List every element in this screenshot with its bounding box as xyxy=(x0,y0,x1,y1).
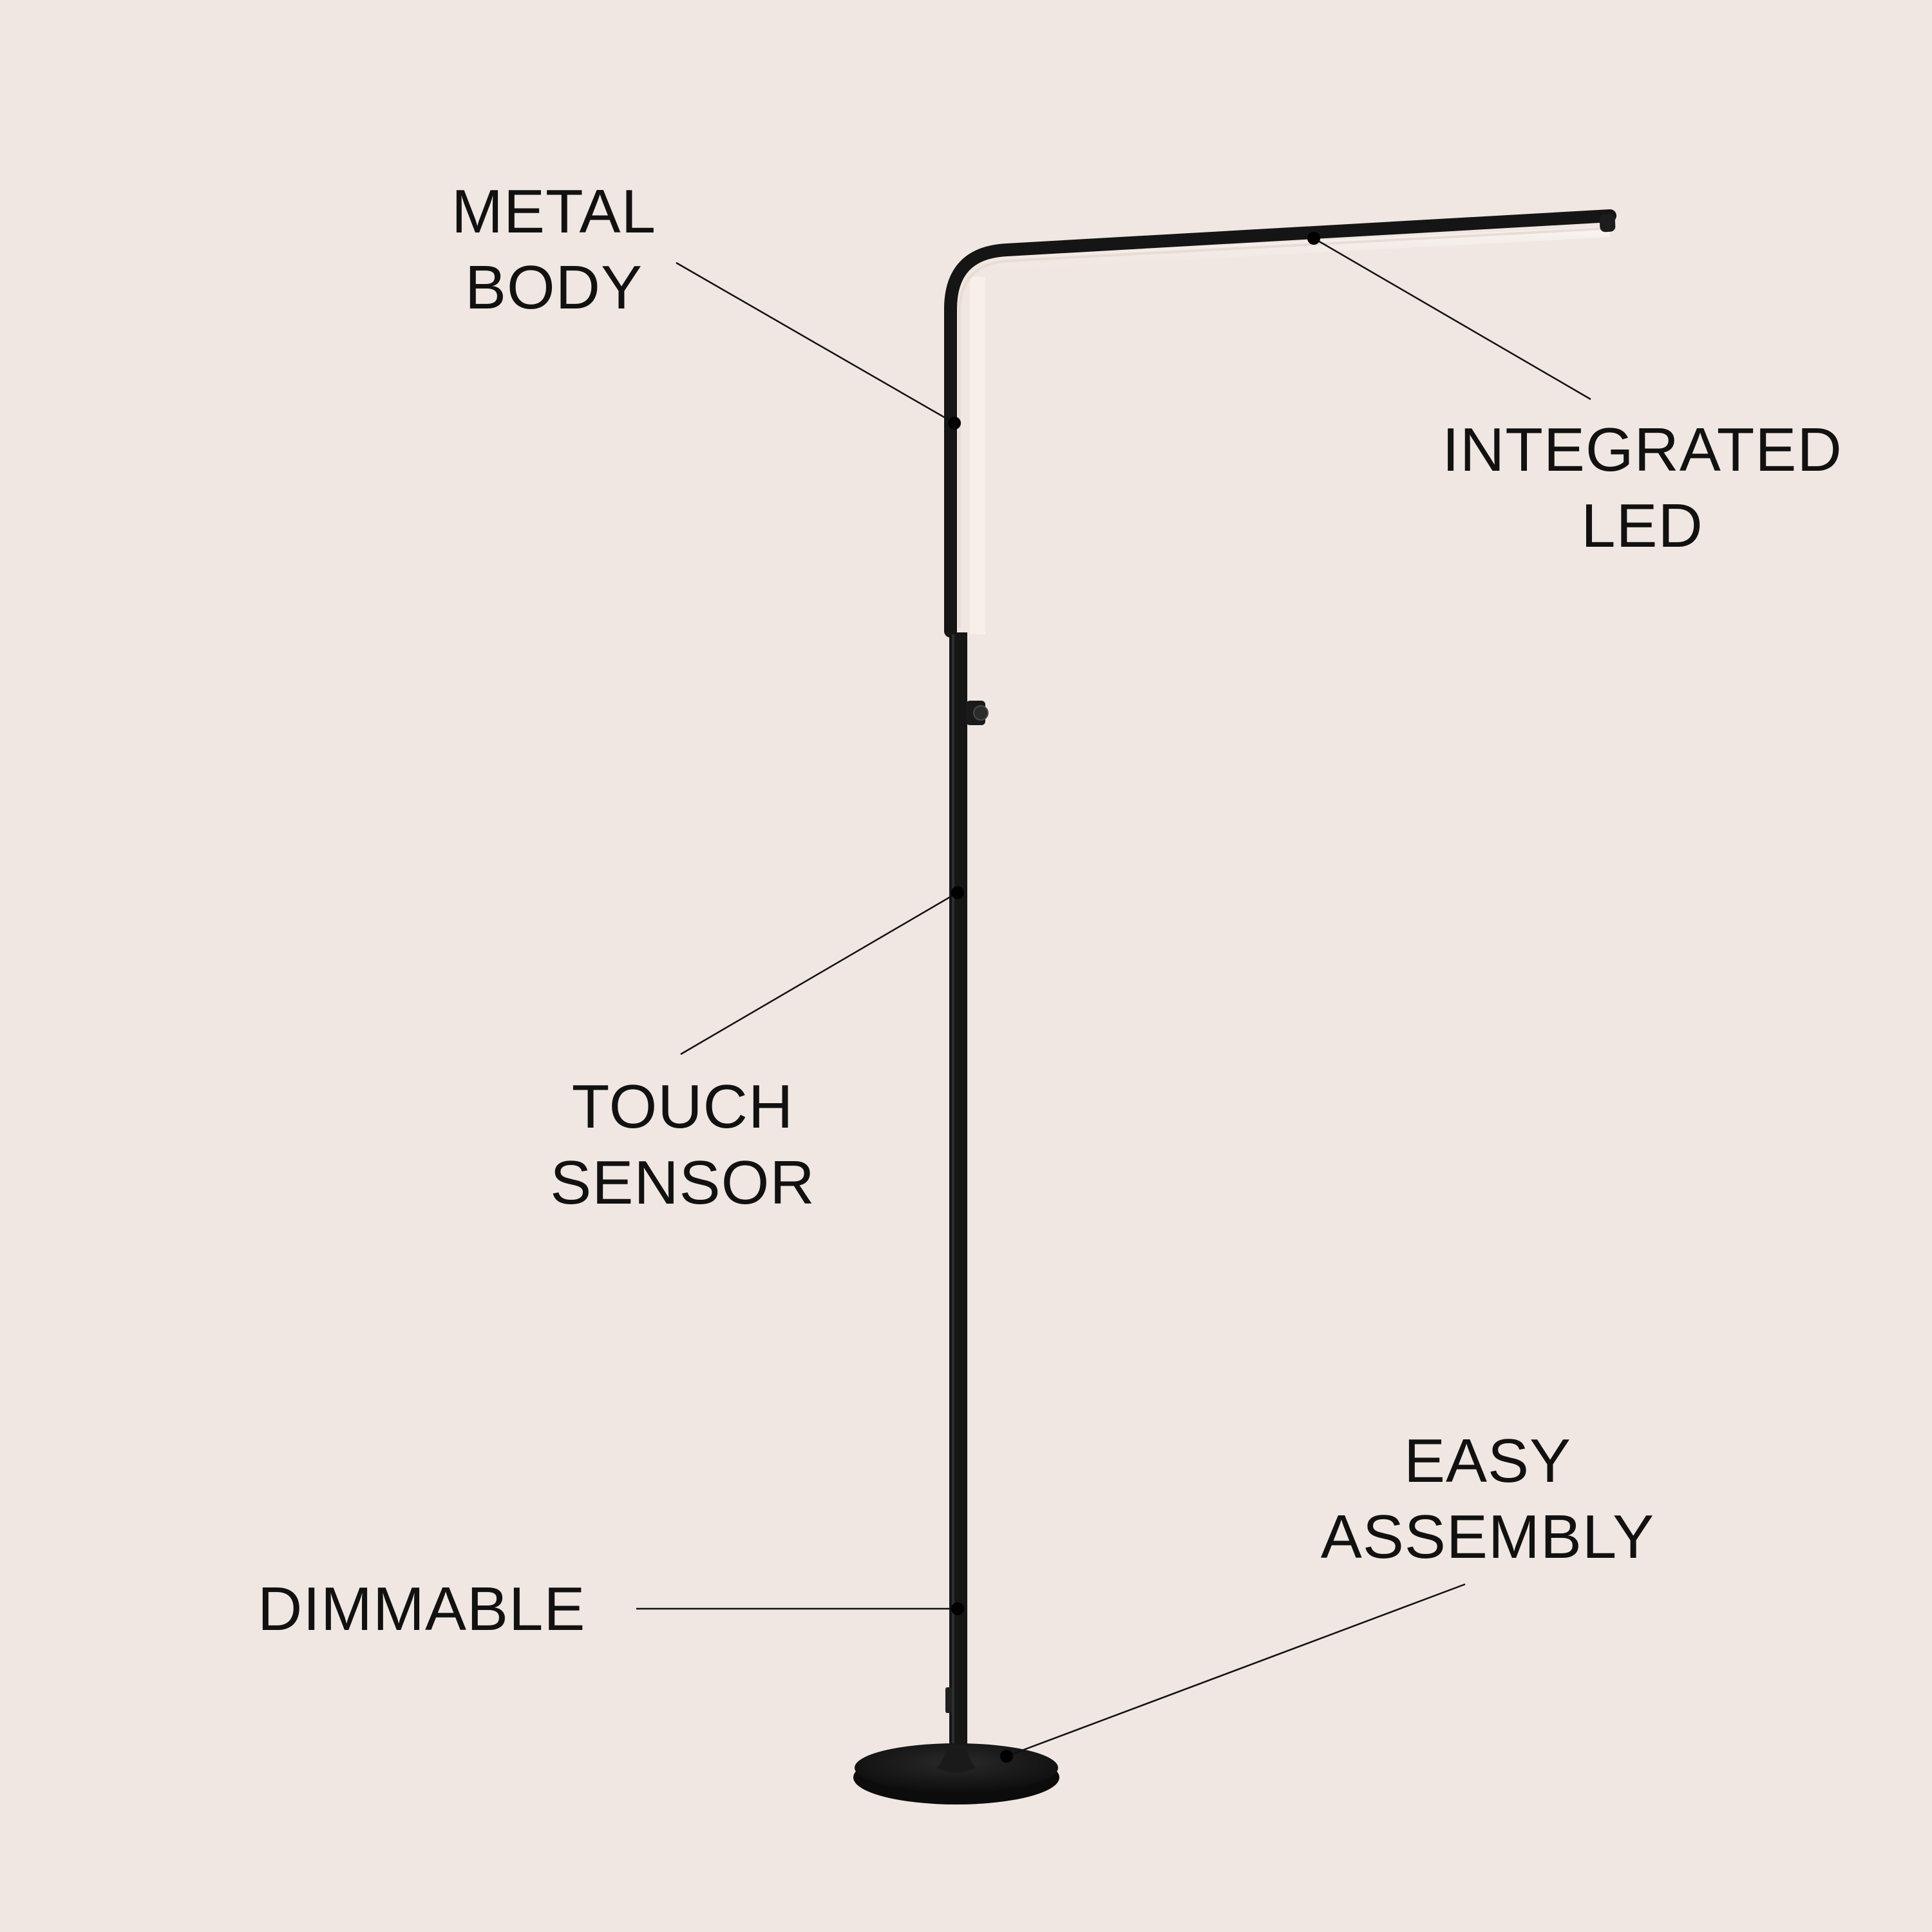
callout-line-touch-sensor xyxy=(680,891,958,1056)
label-metal-body: METAL BODY xyxy=(425,174,683,326)
callout-line-integrated-led xyxy=(1313,237,1591,401)
label-touch-sensor-line1: TOUCH xyxy=(571,1072,794,1141)
callout-dot-metal-body xyxy=(948,417,961,430)
label-metal-body-line1: METAL xyxy=(451,177,656,246)
label-easy-assembly: EASY ASSEMBLY xyxy=(1301,1423,1674,1575)
label-touch-sensor-line2: SENSOR xyxy=(550,1148,815,1217)
power-switch xyxy=(945,1687,952,1713)
callout-dot-easy-assembly xyxy=(1000,1750,1013,1763)
led-strip xyxy=(958,227,1604,628)
callout-dot-dimmable xyxy=(951,1602,964,1615)
label-dimmable-line1: DIMMABLE xyxy=(258,1575,586,1643)
callout-line-metal-body xyxy=(676,261,955,424)
label-integrated-led-line2: LED xyxy=(1581,491,1703,560)
label-dimmable: DIMMABLE xyxy=(258,1571,605,1647)
label-touch-sensor: TOUCH SENSOR xyxy=(528,1069,837,1221)
callout-dot-touch-sensor xyxy=(951,886,964,899)
label-integrated-led-line1: INTEGRATED xyxy=(1442,415,1842,484)
lamp-arm xyxy=(944,209,1616,638)
label-metal-body-line2: BODY xyxy=(464,253,643,322)
label-integrated-led: INTEGRATED LED xyxy=(1430,412,1855,564)
arm-end-cap xyxy=(1599,213,1616,232)
led-glow-vertical xyxy=(970,277,985,634)
label-easy-assembly-line1: EASY xyxy=(1403,1426,1572,1495)
callout-dot-integrated-led xyxy=(1307,232,1320,245)
knob-cap xyxy=(973,705,989,721)
pole-foot xyxy=(937,1748,976,1773)
label-easy-assembly-line2: ASSEMBLY xyxy=(1320,1502,1655,1571)
callout-line-easy-assembly xyxy=(1006,1583,1466,1757)
pole-highlight xyxy=(952,634,954,1748)
